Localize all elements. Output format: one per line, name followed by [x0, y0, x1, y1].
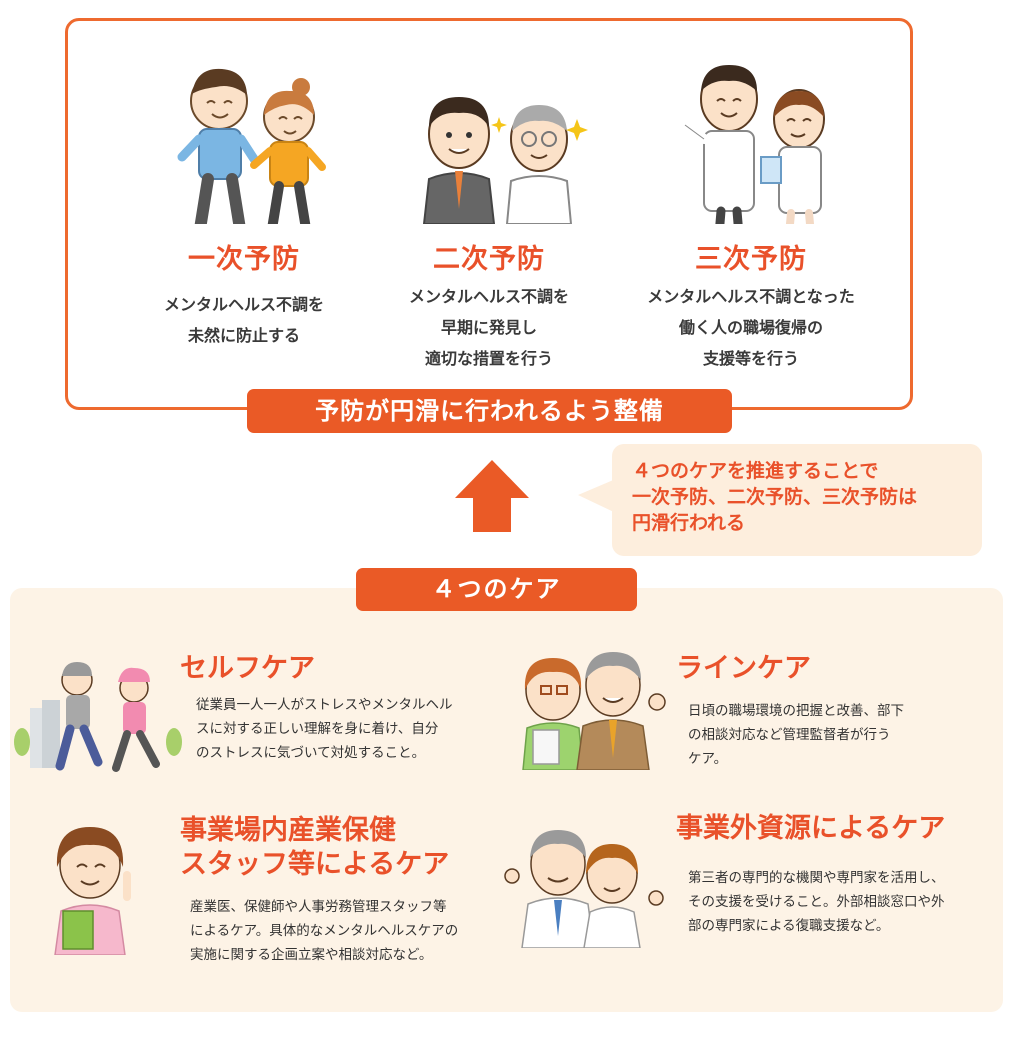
desc-line: 第三者の専門的な機関や専門家を活用し、	[688, 870, 945, 886]
desc-line: 早期に発見し	[440, 318, 537, 337]
desc-line: 支援等を行う	[702, 349, 799, 368]
businessman-and-doctor-icon	[422, 97, 588, 224]
primary-prevention-title: 一次予防	[188, 244, 300, 275]
prevention-banner: 予防が円滑に行われるよう整備	[247, 389, 732, 433]
jogging-people-icon	[14, 662, 182, 772]
care-name-line: ラインケア	[676, 653, 811, 684]
prevention-box: 一次予防 メンタルヘルス不調を 未然に防止する 二次予防 メン	[65, 18, 913, 410]
desc-line: の相談対応など管理監督者が行う	[688, 727, 891, 743]
desc-line: メンタルヘルス不調となった	[647, 287, 855, 306]
line-care-name: ラインケア	[676, 652, 811, 686]
bubble-line: ４つのケアを推進することで	[632, 460, 879, 482]
tertiary-prevention-title: 三次予防	[695, 244, 807, 275]
up-arrow-icon	[455, 460, 529, 532]
four-cares-title: ４つのケア	[356, 568, 637, 611]
care-name-line: スタッフ等によるケア	[180, 849, 450, 880]
internal-staff-care-desc: 産業医、保健師や人事労務管理スタッフ等 によるケア。具体的なメンタルヘルスケアの…	[190, 895, 458, 967]
bubble-line: 一次予防、二次予防、三次予防は	[632, 486, 918, 508]
desc-line: 未然に防止する	[187, 326, 300, 345]
speech-bubble-tail	[578, 478, 618, 514]
desc-line: 日頃の職場環境の把握と改善、部下	[688, 703, 904, 719]
speech-bubble-text: ４つのケアを推進することで 一次予防、二次予防、三次予防は 円滑行われる	[632, 458, 977, 536]
bubble-line: 円滑行われる	[632, 512, 746, 534]
desc-line: のストレスに気づいて対処すること。	[196, 745, 426, 761]
desc-line: 部の専門家による復職支援など。	[688, 918, 890, 934]
doctor-and-nurse-icon	[680, 65, 825, 224]
desc-line: によるケア。具体的なメンタルヘルスケアの	[190, 923, 459, 939]
desc-line: その支援を受けること。外部相談窓口や外	[688, 894, 945, 910]
secondary-prevention-title: 二次予防	[433, 244, 545, 275]
desc-line: ケア。	[688, 751, 728, 767]
external-specialists-icon	[504, 830, 664, 948]
external-care-desc: 第三者の専門的な機関や専門家を活用し、 その支援を受けること。外部相談窓口や外 …	[688, 866, 945, 938]
care-name-line: 事業外資源によるケア	[676, 813, 946, 844]
desc-line: メンタルヘルス不調を	[408, 287, 569, 306]
secondary-prevention-desc: メンタルヘルス不調を 早期に発見し 適切な措置を行う	[349, 281, 629, 374]
self-care-name: セルフケア	[180, 652, 315, 686]
desc-line: 適切な措置を行う	[424, 349, 553, 368]
desc-line: 実施に関する企画立案や相談対応など。	[190, 947, 433, 963]
desc-line: 産業医、保健師や人事労務管理スタッフ等	[190, 899, 447, 915]
health-staff-icon	[54, 827, 131, 955]
four-cares-panel	[10, 588, 1003, 1012]
care-name-line: 事業場内産業保健	[180, 815, 396, 846]
care-name-line: セルフケア	[180, 653, 315, 684]
tertiary-prevention-desc: メンタルヘルス不調となった 働く人の職場復帰の 支援等を行う	[611, 281, 891, 374]
walking-couple-icon	[177, 68, 326, 224]
desc-line: 働く人の職場復帰の	[678, 318, 823, 337]
line-care-desc: 日頃の職場環境の把握と改善、部下 の相談対応など管理監督者が行う ケア。	[688, 699, 904, 771]
primary-prevention-desc: メンタルヘルス不調を 未然に防止する	[104, 289, 384, 351]
internal-staff-care-name: 事業場内産業保健 スタッフ等によるケア	[180, 814, 449, 882]
desc-line: メンタルヘルス不調を	[163, 295, 324, 314]
speech-bubble	[612, 444, 982, 556]
desc-line: スに対する正しい理解を身に着け、自分	[196, 721, 439, 737]
desc-line: 従業員一人一人がストレスやメンタルヘル	[196, 697, 453, 713]
self-care-desc: 従業員一人一人がストレスやメンタルヘル スに対する正しい理解を身に着け、自分 の…	[196, 693, 453, 765]
external-care-name: 事業外資源によるケア	[676, 812, 945, 846]
manager-and-staff-icon	[522, 652, 666, 770]
